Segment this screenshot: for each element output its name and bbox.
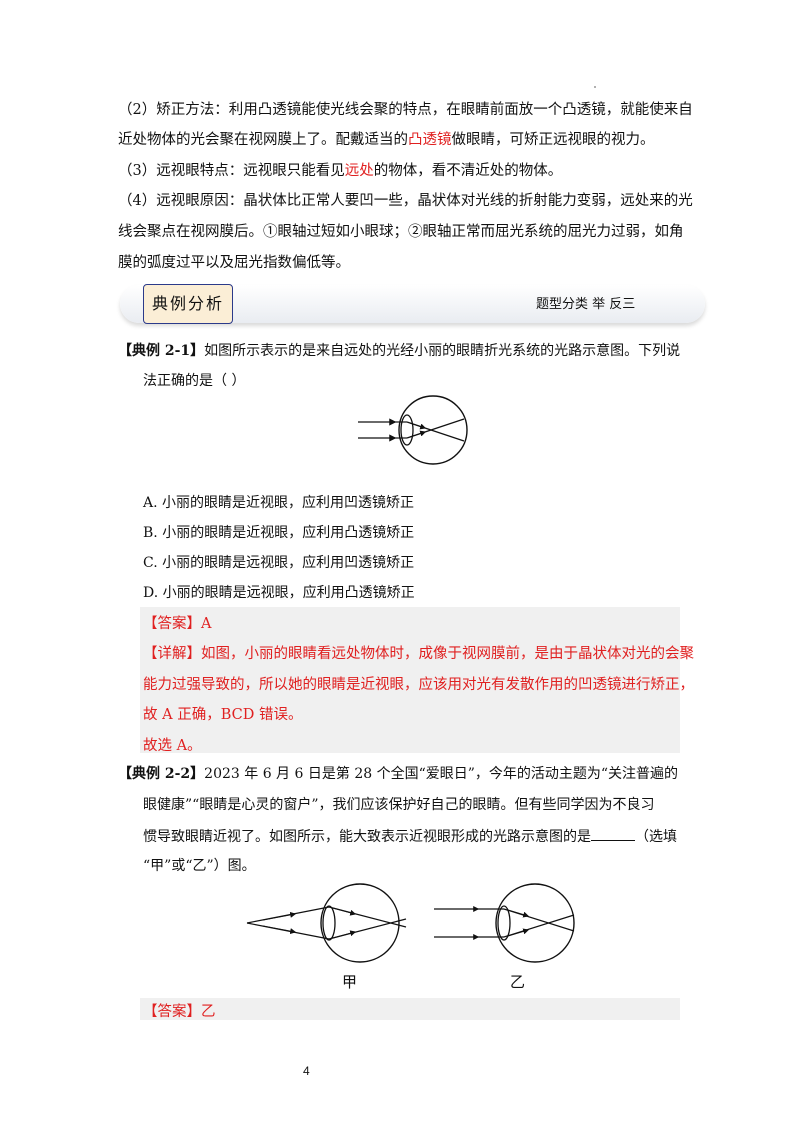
intro-paragraph-4c: 膜的弧度过平以及屈光指数偏低等。 bbox=[118, 255, 350, 271]
intro-paragraph-2a: （2）矫正方法：利用凸透镜能使光线会聚的特点，在眼睛前面放一个凸透镜，就能使来自 bbox=[118, 102, 693, 118]
intro-3-prefix: （3）远视眼特点：远视眼只能看见 bbox=[118, 163, 345, 179]
example1-detail1: 如图，小丽的眼睛看远处物体时，成像于视网膜前，是由于晶状体对光的会聚 bbox=[201, 646, 694, 662]
example2-question-line2: 眼健康”“眼睛是心灵的窗户”，我们应该保护好自己的眼睛。但有些同学因为不良习 bbox=[143, 797, 655, 813]
intro-paragraph-3: （3）远视眼特点：远视眼只能看见远处的物体，看不清近处的物体。 bbox=[118, 161, 562, 181]
example2-text3: 惯导致眼睛近视了。如图所示，能大致表示近视眼形成的光路示意图的是 bbox=[143, 829, 591, 845]
example1-answer: 【答案】A bbox=[143, 616, 212, 632]
section-banner-subtitle: 题型分类 举 反三 bbox=[536, 297, 636, 312]
example1-label: 【典例 2-1】 bbox=[118, 343, 205, 359]
section-banner-tab: 典例分析 bbox=[143, 284, 233, 324]
example2-answer: 【答案】乙 bbox=[143, 1004, 216, 1020]
eyeball-outline-jia bbox=[320, 883, 400, 963]
lens-yi bbox=[497, 905, 511, 941]
eyeball-outline-yi bbox=[495, 883, 575, 963]
intro-2b-highlight: 凸透镜 bbox=[408, 132, 452, 148]
intro-paragraph-4b: 线会聚点在视网膜后。①眼轴过短如小眼球；②眼轴正常而屈光系统的屈光力过弱，如角 bbox=[118, 224, 684, 240]
caption-jia: 甲 bbox=[342, 973, 358, 991]
caption-yi: 乙 bbox=[510, 973, 526, 991]
lens-jia bbox=[322, 905, 336, 941]
example1-question-line1: 【典例 2-1】如图所示表示的是来自远处的光经小丽的眼睛折光系统的光路示意图。下… bbox=[118, 341, 680, 361]
example2-text3-suffix: （选填 bbox=[635, 829, 677, 845]
example1-detail-line1: 【详解】如图，小丽的眼睛看远处物体时，成像于视网膜前，是由于晶状体对光的会聚 bbox=[143, 642, 694, 663]
intro-3-highlight: 远处 bbox=[344, 163, 374, 179]
example2-answer-box bbox=[140, 998, 680, 1020]
example1-option-c: C. 小丽的眼睛是远视眼，应利用凹透镜矫正 bbox=[143, 555, 415, 571]
eyeball-outline bbox=[398, 395, 468, 465]
example1-answer-box bbox=[140, 607, 680, 753]
intro-2b-suffix: 做眼睛，可矫正远视眼的视力。 bbox=[451, 132, 655, 148]
example1-question-line2: 法正确的是（ ） bbox=[143, 373, 246, 389]
eye-diagram-yi bbox=[434, 883, 575, 963]
example2-question-line3: 惯导致眼睛近视了。如图所示，能大致表示近视眼形成的光路示意图的是 （选填 bbox=[143, 826, 677, 847]
example2-question-line4: “甲”或“乙”）图。 bbox=[143, 858, 256, 874]
example2-text1: 2023 年 6 月 6 日是第 28 个全国“爱眼日”，今年的活动主题为“关注… bbox=[204, 766, 679, 782]
eye-diagram-1 bbox=[358, 395, 468, 465]
example2-label: 【典例 2-2】 bbox=[118, 766, 205, 782]
example1-text1: 如图所示表示的是来自远处的光经小丽的眼睛折光系统的光路示意图。下列说 bbox=[204, 343, 681, 359]
example1-detail-line2: 能力过强导致的，所以她的眼睛是近视眼，应该用对光有发散作用的凹透镜进行矫正， bbox=[143, 677, 694, 693]
crystalline-lens bbox=[400, 414, 414, 446]
eye-diagram-jia bbox=[246, 883, 407, 963]
example2-question-line1: 【典例 2-2】2023 年 6 月 6 日是第 28 个全国“爱眼日”，今年的… bbox=[118, 764, 678, 784]
example1-detail-label: 【详解】 bbox=[143, 646, 201, 662]
example1-option-a: A. 小丽的眼睛是近视眼，应利用凹透镜矫正 bbox=[143, 495, 415, 511]
example1-detail-line3: 故 A 正确，BCD 错误。 bbox=[143, 707, 303, 723]
intro-paragraph-2b: 近处物体的光会聚在视网膜上了。配戴适当的凸透镜做眼睛，可矫正远视眼的视力。 bbox=[118, 130, 655, 150]
header-dot bbox=[594, 86, 596, 88]
intro-3-suffix: 的物体，看不清近处的物体。 bbox=[373, 163, 563, 179]
intro-paragraph-4a: （4）远视眼原因：晶状体比正常人要凹一些，晶状体对光线的折射能力变弱，远处来的光 bbox=[118, 193, 693, 209]
example1-option-d: D. 小丽的眼睛是远视眼，应利用凸透镜矫正 bbox=[143, 585, 415, 601]
example1-detail-line4: 故选 A。 bbox=[143, 738, 202, 754]
fill-in-blank[interactable] bbox=[591, 826, 635, 841]
page-number: 4 bbox=[303, 1064, 310, 1078]
intro-2b-prefix: 近处物体的光会聚在视网膜上了。配戴适当的 bbox=[118, 132, 408, 148]
example1-option-b: B. 小丽的眼睛是近视眼，应利用凸透镜矫正 bbox=[143, 525, 415, 541]
